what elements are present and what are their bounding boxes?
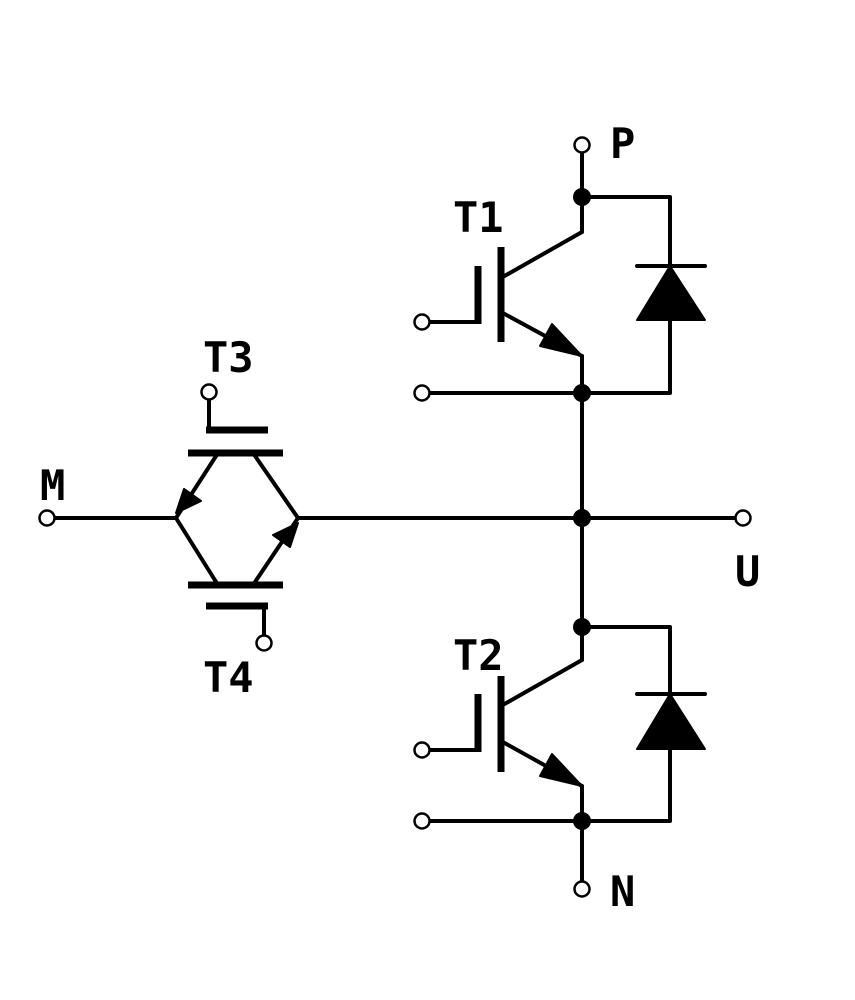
d2-triangle [636,693,706,750]
d1-triangle [636,265,706,321]
label-m: M [40,461,65,510]
junction-dot-p [573,188,591,206]
terminal-u [734,509,752,527]
terminal-t3-gate [200,383,218,401]
terminal-n [573,880,591,898]
diode-d1 [580,195,707,395]
terminal-t1-gate [413,313,431,331]
junction-dot-n [573,812,591,830]
t2-emitter-arrow [539,753,583,787]
t3-right-wire [251,451,300,520]
label-p: P [610,119,635,168]
label-u: U [735,547,760,596]
terminal-m [38,509,56,527]
t1-emitter-arrow [539,323,583,357]
label-t4: T4 [203,653,254,702]
diode-d2 [580,625,707,823]
label-t2: T2 [453,631,504,680]
label-t1: T1 [453,193,504,242]
t2-collector-wire [499,658,584,708]
igbt-t2 [427,658,584,823]
t1-collector-wire [499,230,584,280]
junction-dot-u [573,509,591,527]
terminal-t1-aux-emitter [413,384,431,402]
junction-dot-t2-collector [573,618,591,636]
junction-dot-t1-emitter [573,384,591,402]
terminal-t2-aux-emitter [413,812,431,830]
t4-emitter-arrow [272,522,299,548]
t4-left-wire [174,516,220,587]
label-n: N [610,867,635,916]
terminal-t4-gate [255,634,273,652]
terminal-t2-gate [413,741,431,759]
terminal-p [573,136,591,154]
bidirectional-switch-t3-t4 [52,397,300,638]
t3-emitter-arrow [175,488,202,514]
label-t3: T3 [203,333,254,382]
igbt-t1 [427,230,584,395]
